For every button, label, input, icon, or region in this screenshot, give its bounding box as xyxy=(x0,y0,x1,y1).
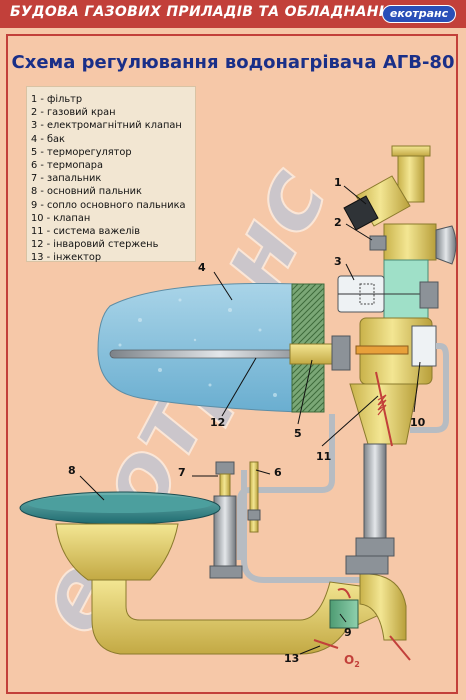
lever-housing xyxy=(349,383,419,445)
legend-item-4: 4 - бак xyxy=(31,133,65,145)
callout-13: 13 xyxy=(284,652,299,665)
gas-cock-body xyxy=(383,223,437,261)
gas-cock-handle xyxy=(435,225,457,265)
legend-item-12: 12 - інваровий стержень xyxy=(31,239,159,251)
callout-10: 10 xyxy=(410,416,426,429)
thermocouple xyxy=(247,461,261,533)
legend-box: 1 - фільтр 2 - газовий кран 3 - електром… xyxy=(26,86,196,264)
gas-valve-assembly xyxy=(337,145,457,447)
legend-item-7: 7 - запальник xyxy=(31,173,102,185)
callout-2: 2 xyxy=(334,216,342,229)
legend-item-8: 8 - основний пальник xyxy=(31,186,142,198)
legend-item-3: 3 - електромагнітний клапан xyxy=(31,120,182,132)
callout-4: 4 xyxy=(198,261,206,274)
header-banner: БУДОВА ГАЗОВИХ ПРИЛАДІВ ТА ОБЛАДНАННЯ ек… xyxy=(0,0,466,28)
brand-logo: екотранс xyxy=(382,5,456,23)
callout-1: 1 xyxy=(334,176,342,189)
oxygen-label: O2 xyxy=(344,653,360,669)
leader-lines xyxy=(79,185,421,655)
thermocouple-tube xyxy=(241,470,360,583)
page-title: Схема регулювання водонагрівача АГВ-80 xyxy=(11,52,455,73)
poster-frame xyxy=(6,34,458,694)
valve-10 xyxy=(411,325,437,367)
callout-7: 7 xyxy=(178,466,186,479)
air-arrow xyxy=(389,635,411,661)
callout-6: 6 xyxy=(274,466,282,479)
callout-11: 11 xyxy=(316,450,331,463)
gas-riser xyxy=(363,443,387,545)
pilot-burner xyxy=(209,461,243,579)
legend-item-13: 13 - інжектор xyxy=(31,252,102,264)
legend-item-1: 1 - фільтр xyxy=(31,94,83,105)
callout-12: 12 xyxy=(210,416,225,429)
banner-title: БУДОВА ГАЗОВИХ ПРИЛАДІВ ТА ОБЛАДНАННЯ xyxy=(10,4,402,20)
filter-cap xyxy=(343,195,379,231)
legend-item-6: 6 - термопара xyxy=(31,160,103,172)
tank xyxy=(97,282,301,413)
brand-logo-text: екотранс xyxy=(389,7,449,20)
callout-9: 9 xyxy=(344,626,352,639)
legend-item-11: 11 - система важелів xyxy=(31,226,140,238)
callout-5: 5 xyxy=(294,427,302,440)
callout-3: 3 xyxy=(334,255,342,268)
oxygen-symbol: O xyxy=(344,653,354,667)
legend-item-10: 10 - клапан xyxy=(31,212,91,224)
pilot-tube xyxy=(237,414,335,560)
legend-item-2: 2 - газовий кран xyxy=(31,107,116,119)
main-burner xyxy=(19,491,221,581)
legend-item-9: 9 - сопло основного пальника xyxy=(31,199,186,211)
burner-nozzle-fitting xyxy=(359,573,407,641)
lever-system xyxy=(377,394,387,416)
callout-8: 8 xyxy=(68,464,76,477)
oxygen-subscript: 2 xyxy=(354,660,360,669)
thermoregulator-nut xyxy=(331,335,351,371)
legend-item-5: 5 - терморегулятор xyxy=(31,146,132,158)
burner-nozzle xyxy=(329,599,359,629)
